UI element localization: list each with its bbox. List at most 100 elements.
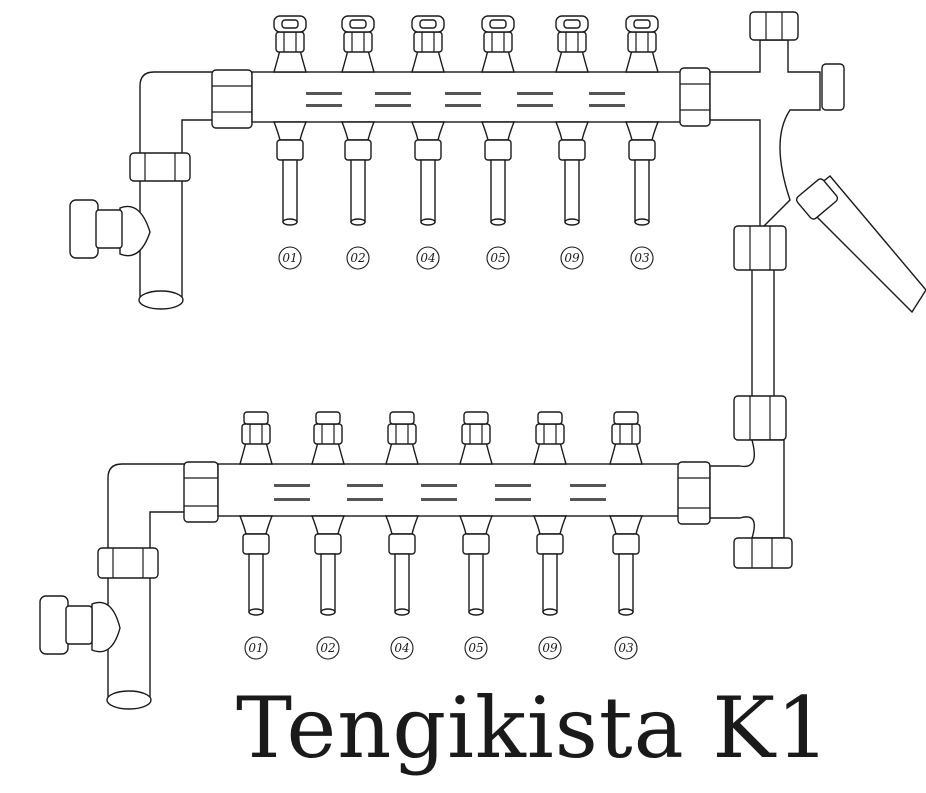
upper-flow-marker <box>517 104 553 107</box>
lower-bottom-plug <box>733 537 793 569</box>
riser-pipe <box>751 249 775 421</box>
upper-bar-inlet-nut <box>211 69 253 129</box>
upper-outlet-2 <box>340 121 376 226</box>
lower-valves <box>239 411 643 465</box>
upper-diagonal-nut <box>795 178 839 220</box>
upper-outlet-1 <box>272 121 308 226</box>
lower-outlet-label-5: 09 <box>538 636 562 660</box>
upper-outlet-label-4: 05 <box>486 246 510 270</box>
upper-manifold-bar <box>251 71 685 123</box>
upper-flow-marker <box>306 92 342 95</box>
upper-valve-5 <box>555 15 589 73</box>
upper-side-plug <box>821 63 845 111</box>
upper-flow-marker <box>445 92 481 95</box>
upper-return-body <box>709 39 821 232</box>
connecting-riser <box>733 225 787 441</box>
lower-flow-marker <box>570 498 606 501</box>
lower-flow-marker <box>421 498 457 501</box>
lower-outlet-4 <box>458 515 494 616</box>
upper-outlet-number: 05 <box>490 251 505 265</box>
lower-inlet-union-nut <box>97 547 159 579</box>
upper-flow-marker <box>375 104 411 107</box>
upper-valve-4 <box>481 15 515 73</box>
lower-flow-marker <box>570 484 606 487</box>
lower-flow-marker <box>347 484 383 487</box>
upper-outlet-label-3: 04 <box>416 246 440 270</box>
upper-flow-markers <box>306 92 625 107</box>
lower-flow-marker <box>347 498 383 501</box>
lower-valve-3 <box>385 411 419 465</box>
upper-outlet-number: 09 <box>564 251 580 265</box>
upper-bar-outlet-nut <box>679 67 711 127</box>
upper-valve-6 <box>625 15 659 73</box>
lower-outlets: 01 02 04 05 09 03 <box>238 515 644 660</box>
upper-valve-1 <box>273 15 307 73</box>
lower-flow-marker <box>495 484 531 487</box>
lower-outlet-number: 09 <box>542 641 558 655</box>
upper-outlet-5 <box>554 121 590 226</box>
upper-flow-marker <box>517 92 553 95</box>
lower-valve-5 <box>533 411 567 465</box>
lower-flow-marker <box>274 484 310 487</box>
lower-outlet-5 <box>532 515 568 616</box>
lower-outlet-number: 02 <box>320 641 335 655</box>
upper-ball-valve-body <box>119 205 151 257</box>
upper-outlet-label-1: 01 <box>278 246 302 270</box>
upper-inlet-elbow <box>139 71 219 301</box>
lower-outlet-label-1: 01 <box>244 636 268 660</box>
lower-bar-outlet-nut <box>677 461 711 525</box>
lower-outlet-1 <box>238 515 274 616</box>
upper-valves <box>273 15 659 73</box>
lower-valve-1 <box>239 411 273 465</box>
lower-bar-inlet-nut <box>183 461 219 523</box>
upper-flow-marker <box>445 104 481 107</box>
upper-flow-marker <box>589 104 625 107</box>
upper-outlets: 01 02 04 05 09 03 <box>272 121 660 270</box>
lower-valve-4 <box>459 411 493 465</box>
upper-flow-marker <box>589 92 625 95</box>
lower-flow-marker <box>421 484 457 487</box>
lower-outlet-number: 03 <box>618 641 634 655</box>
diagram-title: Tengikista K1 <box>236 679 831 777</box>
lower-outlet-3 <box>384 515 420 616</box>
lower-flow-marker <box>495 498 531 501</box>
lower-manifold-bar <box>217 463 681 517</box>
lower-ball-valve-handle <box>39 595 69 655</box>
lower-inlet-elbow <box>107 463 189 701</box>
lower-valve-6 <box>609 411 643 465</box>
lower-ball-valve-body <box>91 601 121 653</box>
upper-ball-valve-handle <box>69 199 99 259</box>
riser-top-union-nut <box>733 225 787 271</box>
lower-return-body <box>709 439 785 539</box>
lower-outlet-label-3: 04 <box>390 636 414 660</box>
riser-bottom-union-nut <box>733 395 787 441</box>
lower-outlet-label-6: 03 <box>614 636 638 660</box>
upper-flow-marker <box>375 92 411 95</box>
upper-top-plug <box>749 11 799 41</box>
upper-outlet-number: 01 <box>282 251 297 265</box>
upper-manifold: 01 02 04 05 09 03 <box>69 11 926 314</box>
upper-outlet-number: 04 <box>420 251 435 265</box>
lower-inlet-pipe-end <box>106 690 152 710</box>
lower-outlet-2 <box>310 515 346 616</box>
upper-valve-2 <box>341 15 375 73</box>
lower-outlet-number: 04 <box>394 641 409 655</box>
lower-outlet-number: 01 <box>248 641 263 655</box>
upper-flow-marker <box>306 104 342 107</box>
lower-outlet-label-2: 02 <box>316 636 340 660</box>
upper-valve-3 <box>411 15 445 73</box>
upper-outlet-label-6: 03 <box>630 246 654 270</box>
lower-outlet-label-4: 05 <box>464 636 488 660</box>
lower-flow-markers <box>274 484 606 501</box>
upper-outlet-label-2: 02 <box>346 246 370 270</box>
upper-outlet-label-5: 09 <box>560 246 584 270</box>
upper-outlet-4 <box>480 121 516 226</box>
lower-flow-marker <box>274 498 310 501</box>
upper-inlet-union-nut <box>129 152 191 182</box>
lower-manifold: 01 02 04 05 09 03 <box>39 411 793 710</box>
upper-inlet-pipe-end <box>138 290 184 310</box>
lower-valve-2 <box>311 411 345 465</box>
upper-outlet-number: 02 <box>350 251 365 265</box>
lower-outlet-number: 05 <box>468 641 483 655</box>
